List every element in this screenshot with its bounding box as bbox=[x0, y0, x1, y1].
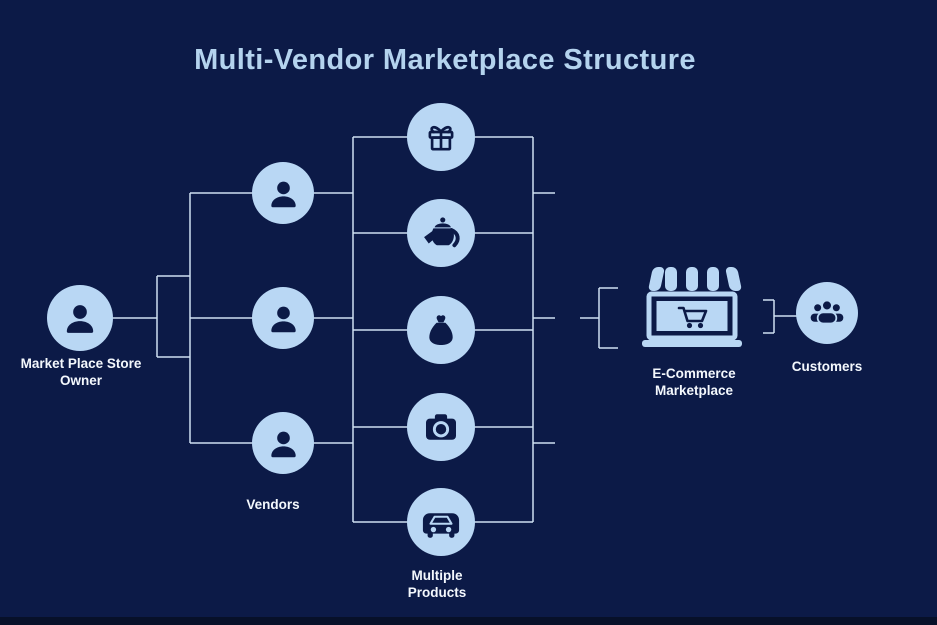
bottom-edge-bar bbox=[0, 617, 937, 625]
customers-label: Customers bbox=[791, 359, 863, 374]
vendor-node-1 bbox=[252, 162, 314, 224]
car-icon bbox=[422, 513, 460, 538]
product-node-camera bbox=[407, 393, 475, 461]
customers-node bbox=[796, 282, 858, 344]
gift-icon bbox=[428, 126, 454, 151]
person-icon bbox=[270, 181, 296, 207]
owner-label: Market Place Store Owner bbox=[20, 356, 142, 388]
product-node-money-bag bbox=[407, 296, 475, 364]
products-label: Multiple Products bbox=[407, 568, 467, 600]
owner-node bbox=[47, 285, 113, 351]
person-icon bbox=[270, 306, 296, 332]
people-group-icon bbox=[810, 299, 844, 325]
vendor-node-3 bbox=[252, 412, 314, 474]
storefront-icon bbox=[642, 267, 742, 347]
product-node-teapot bbox=[407, 199, 475, 267]
vendors-label: Vendors bbox=[246, 497, 300, 512]
person-icon bbox=[270, 431, 296, 457]
marketplace-node bbox=[637, 264, 747, 353]
diagram-title: Multi-Vendor Marketplace Structure bbox=[194, 44, 696, 76]
product-node-gift bbox=[407, 103, 475, 171]
camera-icon bbox=[426, 414, 456, 440]
person-icon bbox=[66, 305, 94, 333]
marketplace-label: E-Commerce Marketplace bbox=[652, 366, 736, 398]
product-node-car bbox=[407, 488, 475, 556]
money-bag-icon bbox=[429, 315, 453, 345]
vendor-node-2 bbox=[252, 287, 314, 349]
teapot-icon bbox=[424, 217, 460, 248]
